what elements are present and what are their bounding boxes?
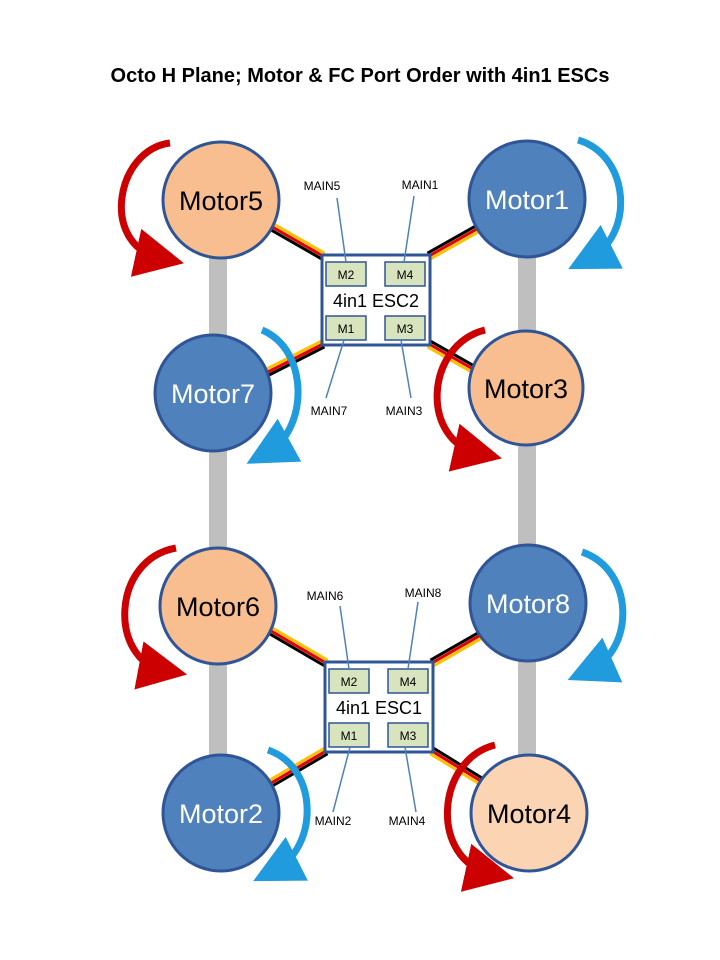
- wire-esc2-motor3-strand-3: [426, 345, 480, 378]
- esc2-port-m4-label: M4: [397, 268, 414, 282]
- motor3-label: Motor3: [484, 374, 568, 404]
- rotation-arrow-motor2: [253, 746, 311, 882]
- esc2-label: 4in1 ESC2: [333, 291, 419, 311]
- leader-main3: [400, 339, 412, 399]
- page-title: Octo H Plane; Motor & FC Port Order with…: [111, 65, 610, 87]
- rotation-arrow-motor7: [246, 326, 302, 464]
- motor7: Motor7: [153, 333, 273, 453]
- motor8-circle: [468, 543, 588, 663]
- esc2-port-m4: [384, 261, 426, 287]
- motor6: Motor6: [158, 546, 278, 666]
- motor5-label: Motor5: [179, 186, 263, 216]
- esc1-port-m4-label: M4: [400, 675, 417, 689]
- wire-esc2-motor1-strand-3: [429, 226, 487, 261]
- esc1-port-m2: [328, 668, 370, 694]
- frame-bar-left: [209, 200, 227, 815]
- motor2: Motor2: [161, 753, 281, 873]
- esc2-port-m3: [384, 315, 426, 341]
- wire-esc1-motor6-strand-3: [266, 623, 329, 662]
- wire-esc1-motor8-strand-2: [431, 630, 487, 665]
- motor1: Motor1: [467, 139, 587, 259]
- leader-main5: [336, 197, 347, 263]
- wire-esc1-motor6-strand-1: [263, 629, 326, 668]
- motor5: Motor5: [161, 140, 281, 260]
- label-main5: MAIN5: [304, 179, 341, 193]
- motor1-circle: [467, 139, 587, 259]
- main-labels: MAIN5 MAIN1 MAIN7 MAIN3 MAIN6 MAIN8 MAIN…: [304, 178, 442, 828]
- motor8: Motor8: [468, 543, 588, 663]
- esc2-port-m1: [325, 315, 367, 341]
- esc2-port-m1-label: M1: [338, 322, 355, 336]
- rotation-arrow-motor5: [117, 139, 184, 277]
- esc2-port-m2: [325, 261, 367, 287]
- motor5-circle: [161, 140, 281, 260]
- label-main4: MAIN4: [389, 814, 426, 828]
- esc1-port-m2-label: M2: [341, 675, 358, 689]
- wire-esc1-motor8-strand-1: [429, 627, 486, 662]
- rotation-arrow-motor1: [568, 136, 625, 270]
- esc2-port-m2-label: M2: [338, 268, 355, 282]
- rotation-arrow-motor8: [567, 548, 627, 683]
- leader-main1: [403, 195, 415, 263]
- motor3: Motor3: [467, 329, 585, 447]
- motors: Motor5 Motor1 Motor7 Motor3 Motor6 Motor…: [153, 139, 589, 873]
- wire-esc1-motor6: [263, 623, 329, 668]
- leader-main8: [407, 601, 419, 670]
- rotation-arrow-motor4: [443, 741, 514, 892]
- motor8-label: Motor8: [486, 589, 570, 619]
- wire-esc1-motor8: [429, 627, 489, 668]
- label-main3: MAIN3: [386, 404, 423, 418]
- motor4-circle: [469, 753, 589, 873]
- wire-esc2-motor1: [426, 220, 487, 261]
- esc1-port-m4: [387, 668, 429, 694]
- motor2-circle: [161, 753, 281, 873]
- leader-main6: [339, 605, 350, 670]
- rotation-arrows: [117, 136, 627, 892]
- esc1-port-m1-label: M1: [341, 729, 358, 743]
- motor2-label: Motor2: [179, 799, 263, 829]
- esc1-port-m3-label: M3: [400, 729, 417, 743]
- wire-esc2-motor1-strand-1: [426, 220, 484, 255]
- esc1-label: 4in1 ESC1: [336, 698, 422, 718]
- label-main8: MAIN8: [405, 586, 442, 600]
- leader-main4: [404, 746, 417, 813]
- wire-esc1-motor4-strand-1: [432, 746, 487, 782]
- motor6-label: Motor6: [176, 592, 260, 622]
- rotation-arrow-motor3: [433, 326, 502, 472]
- motor7-circle: [153, 333, 273, 453]
- rotation-arrow-motor6: [121, 544, 188, 690]
- label-main7: MAIN7: [311, 404, 348, 418]
- esc1: M2 M4 4in1 ESC1 M1 M3: [323, 660, 435, 754]
- motor7-label: Motor7: [171, 379, 255, 409]
- motor6-circle: [158, 546, 278, 666]
- motor4-label: Motor4: [487, 799, 571, 829]
- esc1-port-m3: [387, 722, 429, 748]
- esc2: M2 M4 4in1 ESC2 M1 M3: [320, 253, 432, 347]
- main-leader-lines: [325, 195, 419, 813]
- leader-main7: [325, 339, 345, 399]
- motor4: Motor4: [469, 753, 589, 873]
- wire-esc1-motor6-strand-2: [265, 626, 327, 665]
- label-main2: MAIN2: [315, 814, 352, 828]
- label-main1: MAIN1: [402, 178, 439, 192]
- wire-esc2-motor1-strand-2: [428, 223, 485, 258]
- motor3-circle: [467, 329, 585, 447]
- label-main6: MAIN6: [307, 589, 344, 603]
- frame-bar-right: [518, 200, 536, 815]
- esc1-port-m1: [328, 722, 370, 748]
- esc2-port-m3-label: M3: [397, 322, 414, 336]
- wire-esc1-motor8-strand-3: [432, 633, 489, 668]
- motor1-label: Motor1: [485, 185, 569, 215]
- leader-main2: [332, 746, 351, 813]
